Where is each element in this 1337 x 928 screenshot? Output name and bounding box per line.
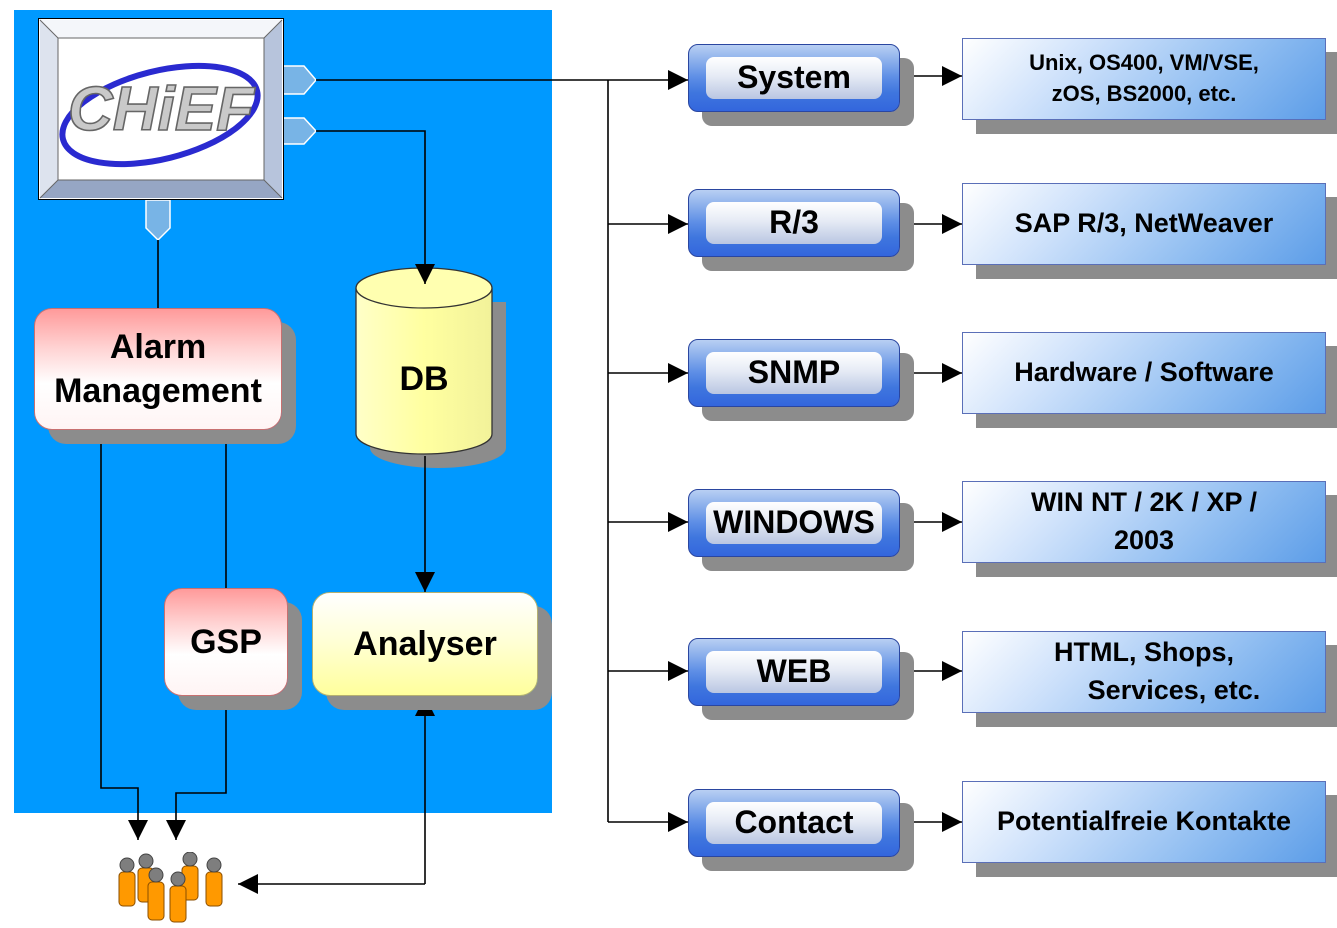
- person-icon: [169, 871, 187, 923]
- system-box: System: [688, 44, 900, 112]
- person-icon: [205, 857, 223, 907]
- arrow-alarm-to-people: [100, 430, 148, 840]
- analyser-label: Analyser: [353, 624, 497, 663]
- gsp-label: GSP: [190, 622, 262, 661]
- snmp-label: SNMP: [705, 351, 883, 395]
- r3-label: R/3: [705, 201, 883, 245]
- system-label: System: [705, 56, 883, 100]
- system-desc-line1: Unix, OS400, VM/VSE,: [1029, 50, 1259, 76]
- r3-desc-line1: SAP R/3, NetWeaver: [1014, 208, 1274, 239]
- person-icon: [147, 867, 165, 921]
- system-desc-box: Unix, OS400, VM/VSE, zOS, BS2000, etc.: [962, 38, 1326, 120]
- contact-box: Contact: [688, 789, 900, 857]
- port-alarm: [145, 199, 171, 242]
- db-cylinder: DB: [355, 267, 506, 468]
- analyser-box: Analyser: [312, 592, 538, 696]
- alarm-management-box: Alarm Management: [34, 308, 282, 430]
- windows-desc-box: WIN NT / 2K / XP / 2003: [962, 481, 1326, 563]
- snmp-desc-line1: Hardware / Software: [1014, 357, 1274, 388]
- db-label: DB: [399, 360, 448, 398]
- person-icon: [118, 857, 136, 907]
- snmp-box: SNMP: [688, 339, 900, 407]
- windows-desc-line1: WIN NT / 2K / XP /: [1030, 487, 1258, 518]
- web-desc-line2: Services, etc.: [1087, 675, 1261, 705]
- logo-text: CHiEF: [68, 75, 256, 144]
- chief-logo-frame: CHiEF: [38, 18, 284, 200]
- arrow-to-db: [316, 130, 435, 284]
- web-desc-line1: HTML, Shops,: [1054, 637, 1234, 668]
- alarm-label-line1: Alarm: [109, 327, 207, 366]
- snmp-desc-box: Hardware / Software: [962, 332, 1326, 414]
- web-box: WEB: [688, 638, 900, 706]
- connectors: [100, 66, 962, 894]
- r3-desc-box: SAP R/3, NetWeaver: [962, 183, 1326, 265]
- gsp-box: GSP: [164, 588, 288, 696]
- logo-swoosh: [59, 62, 261, 168]
- web-label: WEB: [705, 650, 883, 694]
- contact-desc-box: Potentialfreie Kontakte: [962, 781, 1326, 863]
- r3-box: R/3: [688, 189, 900, 257]
- web-desc-box: HTML, Shops, Services, etc.: [962, 631, 1326, 713]
- alarm-label-line2: Management: [54, 372, 262, 410]
- arrow-gsp-to-people: [166, 696, 227, 840]
- contact-label: Contact: [705, 801, 883, 845]
- windows-label: WINDOWS: [705, 501, 883, 545]
- system-desc-line2: zOS, BS2000, etc.: [1051, 81, 1237, 106]
- contact-desc-line1: Potentialfreie Kontakte: [996, 806, 1292, 837]
- people-group-icon: [118, 852, 223, 923]
- windows-box: WINDOWS: [688, 489, 900, 557]
- windows-desc-line2: 2003: [1113, 525, 1175, 555]
